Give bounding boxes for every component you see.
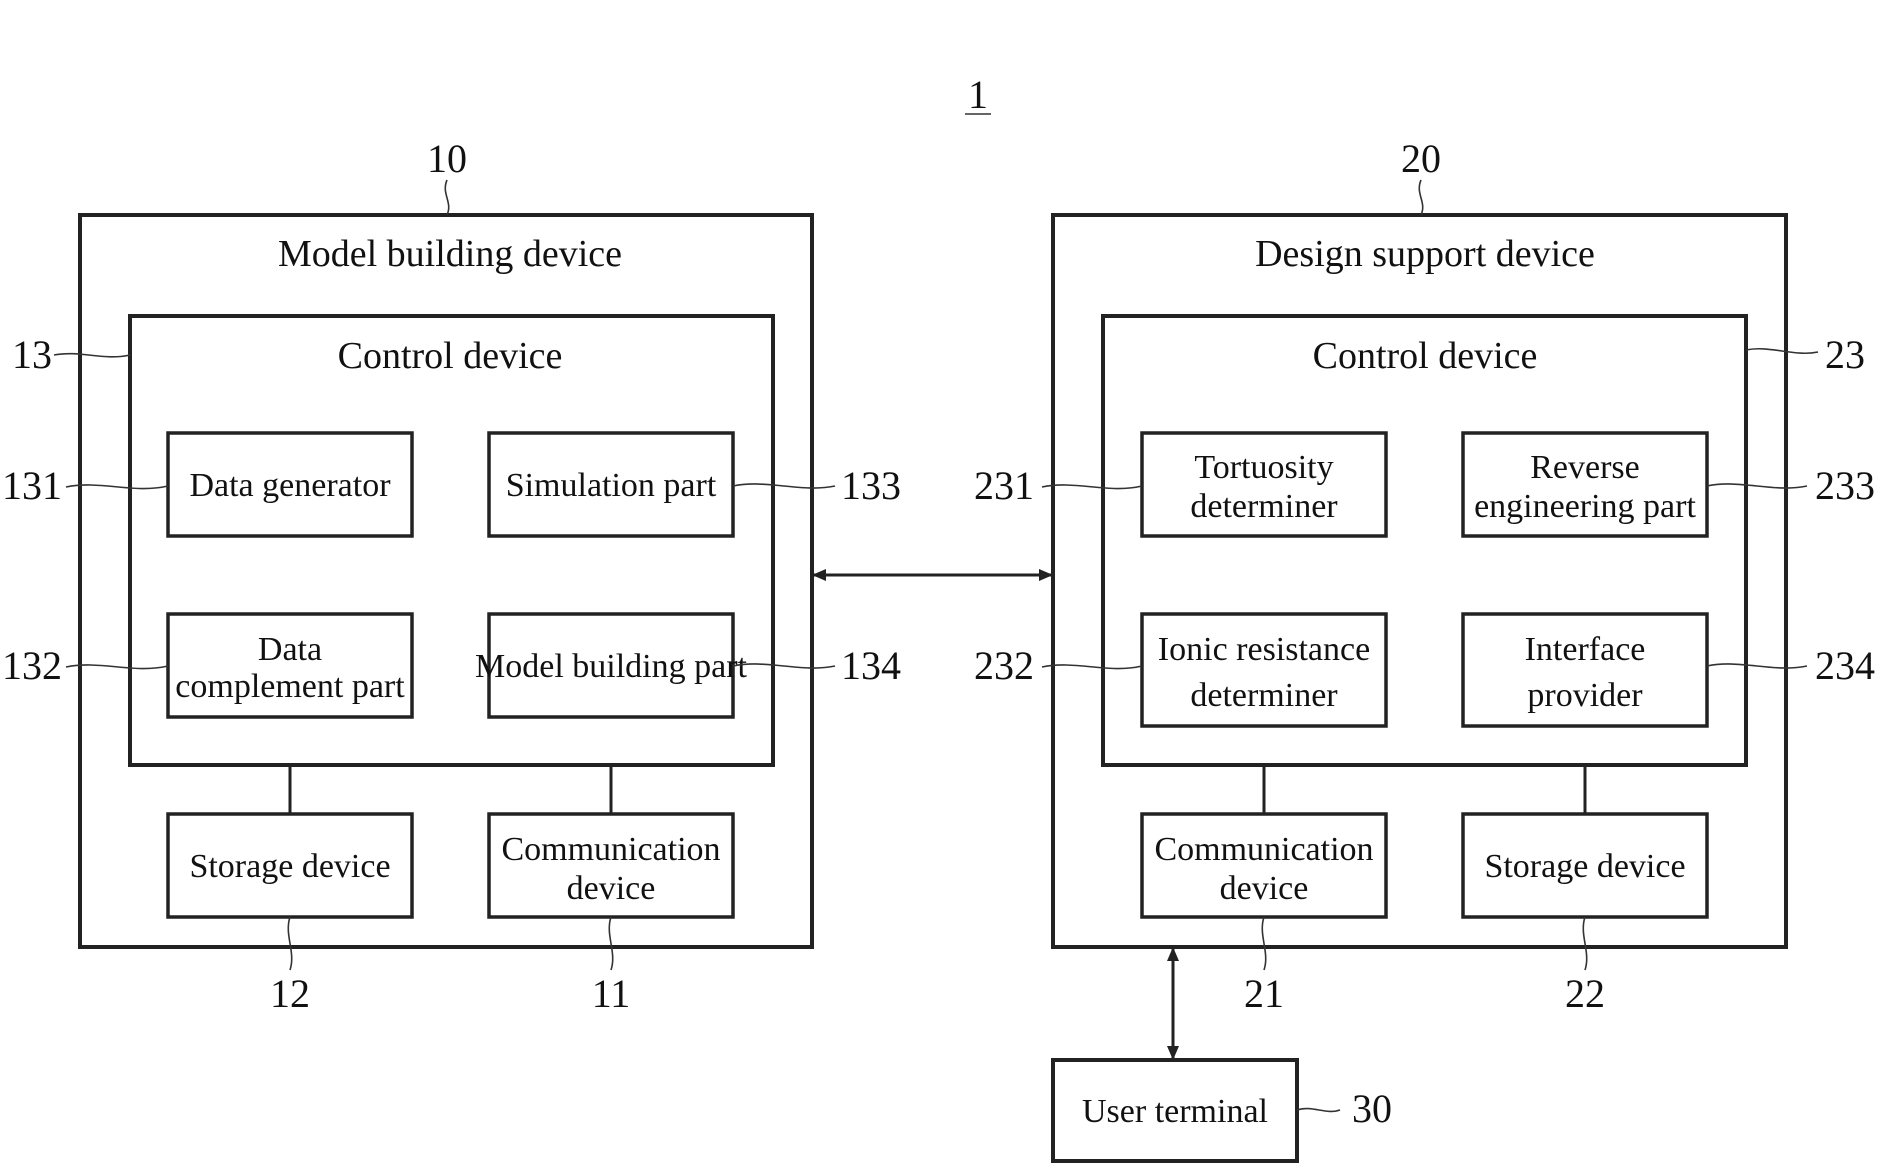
model-building-part-label: Model building part: [475, 648, 748, 685]
communication-device-label-11-line1: Communication: [501, 831, 720, 868]
ionic-resistance-label-line2: determiner: [1190, 677, 1338, 714]
communication-device-label-11-line2: device: [567, 870, 656, 907]
data-complement-label-line2: complement part: [175, 668, 405, 705]
data-generator-label: Data generator: [189, 467, 391, 504]
ref-233: 233: [1815, 463, 1875, 508]
ref-131: 131: [2, 463, 62, 508]
design-control-device-title: Control device: [1313, 335, 1538, 377]
ref-134: 134: [841, 643, 901, 688]
communication-device-label-21-line1: Communication: [1154, 831, 1373, 868]
design-support-device-title: Design support device: [1255, 233, 1595, 275]
reverse-engineering-label-line1: Reverse: [1530, 449, 1640, 486]
design-support-device: Design support device 20 Control device …: [974, 136, 1875, 1016]
ref-10-leader: [445, 180, 448, 215]
ref-232: 232: [974, 643, 1034, 688]
tortuosity-label-line2: determiner: [1190, 488, 1338, 525]
ref-13: 13: [12, 332, 52, 377]
user-terminal-label: User terminal: [1082, 1093, 1268, 1130]
interface-provider-label-line2: provider: [1527, 677, 1643, 714]
ref-12: 12: [270, 971, 310, 1016]
model-control-device-title: Control device: [338, 335, 563, 377]
model-building-device: Model building device 10 Control device …: [2, 136, 901, 1016]
ref-23: 23: [1825, 332, 1865, 377]
storage-device-label-12: Storage device: [189, 848, 390, 885]
ref-10: 10: [427, 136, 467, 181]
model-building-device-title: Model building device: [278, 233, 622, 275]
ref-20-leader: [1419, 180, 1422, 215]
simulation-part-label: Simulation part: [506, 467, 717, 504]
ref-132: 132: [2, 643, 62, 688]
ref-30: 30: [1352, 1086, 1392, 1131]
communication-device-label-21-line2: device: [1220, 870, 1309, 907]
ref-22: 22: [1565, 971, 1605, 1016]
data-complement-label-line1: Data: [258, 631, 322, 668]
ionic-resistance-label-line1: Ionic resistance: [1158, 631, 1370, 668]
storage-device-label-22: Storage device: [1484, 848, 1685, 885]
ref-133: 133: [841, 463, 901, 508]
reverse-engineering-label-line2: engineering part: [1474, 488, 1696, 525]
ref-234: 234: [1815, 643, 1875, 688]
tortuosity-label-line1: Tortuosity: [1194, 449, 1333, 486]
ref-30-leader: [1297, 1109, 1340, 1112]
ref-231: 231: [974, 463, 1034, 508]
ref-20: 20: [1401, 136, 1441, 181]
user-terminal: User terminal 30: [1053, 1060, 1392, 1161]
figure-number: 1: [968, 72, 988, 117]
interface-provider-label-line1: Interface: [1525, 631, 1646, 668]
ref-11: 11: [592, 971, 631, 1016]
ref-21: 21: [1244, 971, 1284, 1016]
